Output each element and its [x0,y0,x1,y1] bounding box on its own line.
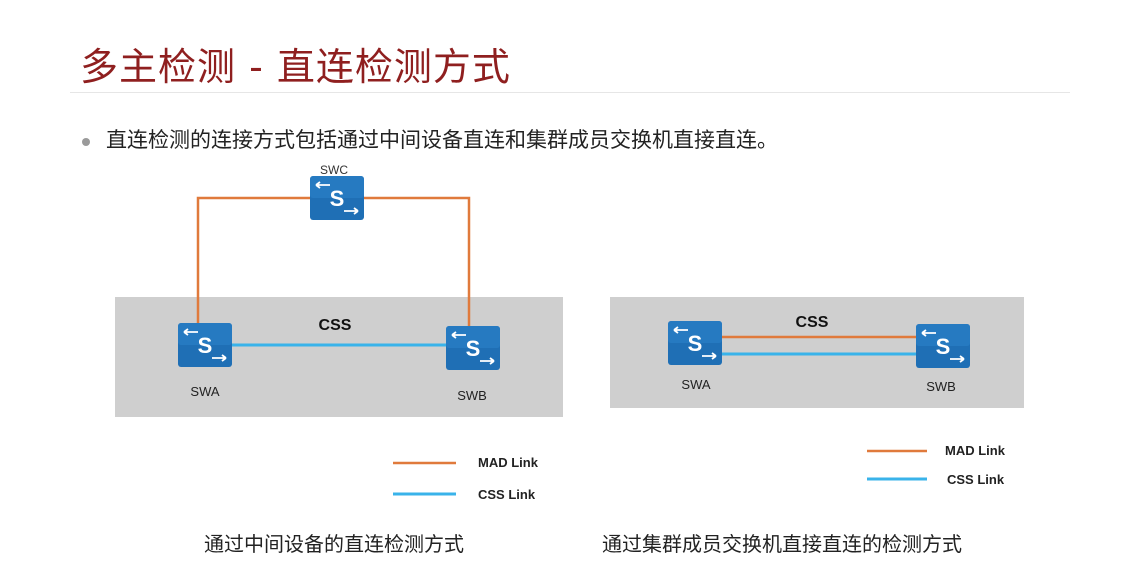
caption-right: 通过集群成员交换机直接直连的检测方式 [602,532,962,556]
swb-label: SWB [457,388,487,403]
swb-label: SWB [926,379,956,394]
diagram-left: SWC CSS SWA SWB MAD Link CSS Link [115,163,563,502]
switch-icon [177,322,233,368]
css-cluster-label: CSS [796,314,829,331]
bullet-dot [82,138,90,146]
switch-icon [667,320,723,366]
swc-label: SWC [320,163,348,177]
legend-css-label: CSS Link [947,472,1005,487]
bullet-text: 直连检测的连接方式包括通过中间设备直连和集群成员交换机直接直连。 [106,128,778,152]
swa-label: SWA [681,377,710,392]
legend-mad-label: MAD Link [945,443,1006,458]
css-cluster-label: CSS [319,317,352,334]
swa-label: SWA [190,384,219,399]
diagram-right: CSS SWA SWB MAD Link CSS Link [610,297,1024,487]
switch-icon [309,175,365,221]
legend-mad-label: MAD Link [478,455,539,470]
mad-link-line [196,196,310,330]
legend-css-label: CSS Link [478,487,536,502]
switch-icon [915,323,971,369]
switch-icon [445,325,501,371]
mad-link-line [364,196,471,330]
page-title: 多主检测 - 直连检测方式 [80,45,511,89]
title-divider [70,92,1070,93]
caption-left: 通过中间设备的直连检测方式 [204,532,464,556]
